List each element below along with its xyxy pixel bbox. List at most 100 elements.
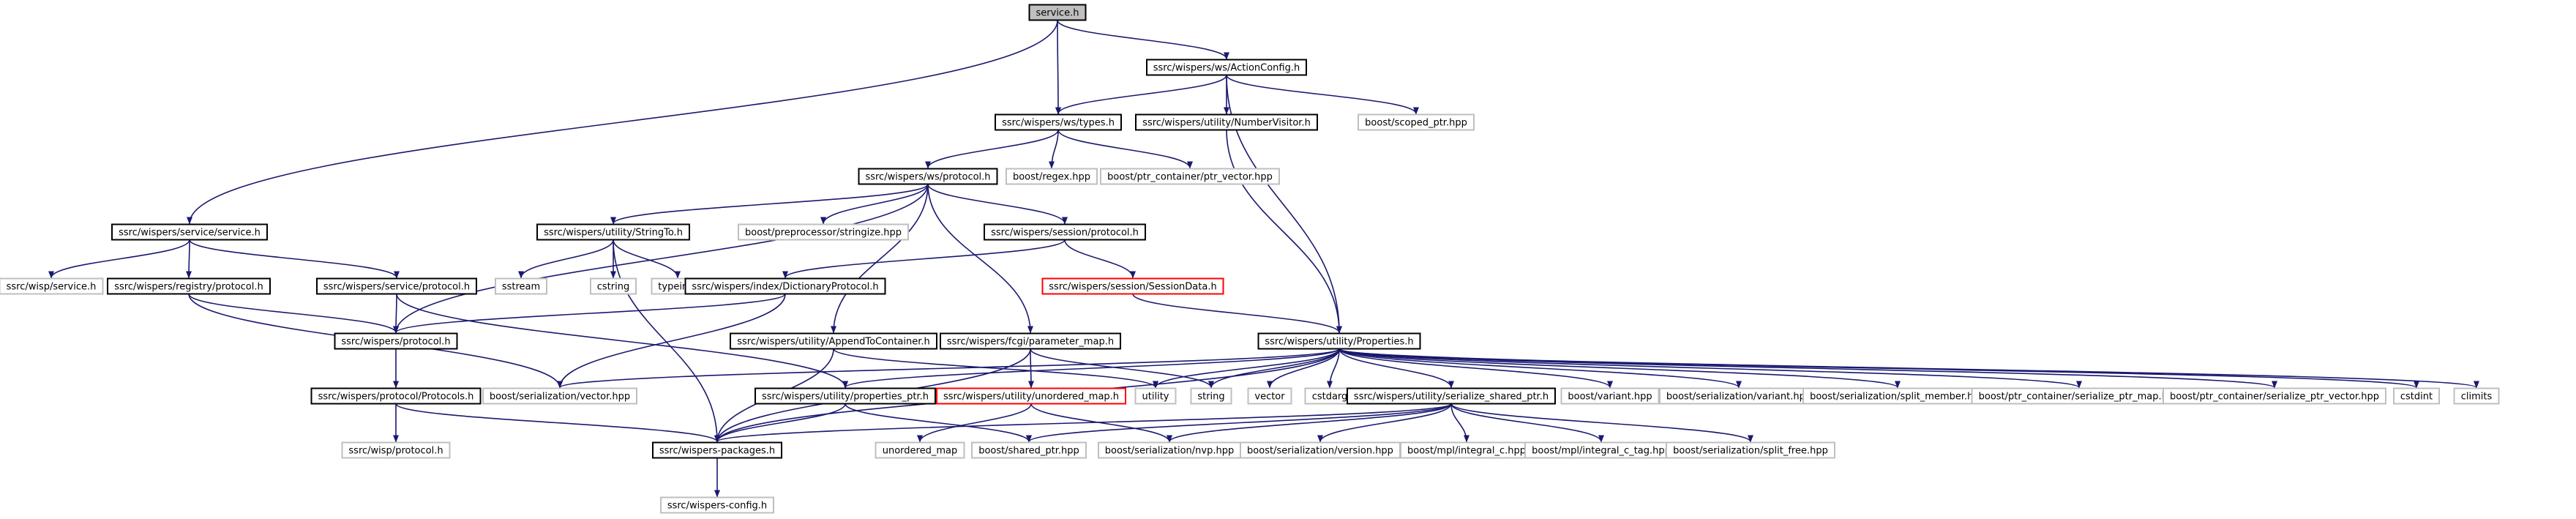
node-label: ssrc/wispers/utility/AppendToContainer.h (737, 337, 930, 348)
edge-service-protocol-to-wispers-protocol (393, 294, 400, 334)
node-service-service[interactable]: ssrc/wispers/service/service.h (111, 223, 268, 241)
edge-service-h-to-service-service (187, 20, 1058, 225)
node-protocol-protocols[interactable]: ssrc/wispers/protocol/Protocols.h (310, 387, 482, 405)
node-utility[interactable]: utility (1134, 387, 1177, 405)
node-util-appendto[interactable]: ssrc/wispers/utility/AppendToContainer.h (730, 332, 937, 350)
node-boost-ptr-ser-vector[interactable]: boost/ptr_container/serialize_ptr_vector… (2163, 387, 2386, 405)
node-boost-ser-split-free[interactable]: boost/serialization/split_free.hpp (1666, 441, 1835, 459)
node-util-stringto[interactable]: ssrc/wispers/utility/StringTo.h (536, 223, 690, 241)
node-box (738, 223, 909, 241)
node-util-unordered-map[interactable]: ssrc/wispers/utility/unordered_map.h (936, 387, 1126, 405)
node-fcgi-parammap[interactable]: ssrc/wispers/fcgi/parameter_map.h (940, 332, 1121, 350)
edge-util-stringto-to-typeinfo (613, 239, 681, 279)
node-boost-ptr-ser-map[interactable]: boost/ptr_container/serialize_ptr_map.hp… (1971, 387, 2187, 405)
node-box (590, 277, 637, 295)
node-session-protocol[interactable]: ssrc/wispers/session/protocol.h (984, 223, 1146, 241)
node-box (971, 441, 1087, 459)
node-boost-ser-variant[interactable]: boost/serialization/variant.hpp (1659, 387, 1819, 405)
node-wispers-protocol[interactable]: ssrc/wispers/protocol.h (334, 332, 458, 350)
node-boost-ser-version[interactable]: boost/serialization/version.hpp (1240, 441, 1401, 459)
node-ws-types[interactable]: ssrc/wispers/ws/types.h (995, 113, 1122, 131)
edge-util-properties-to-boost-ser-variant (1338, 348, 1742, 389)
node-box (1190, 387, 1232, 405)
edge-util-stringto-to-sstream (518, 239, 614, 279)
node-util-serialize-shared-ptr[interactable]: ssrc/wispers/utility/serialize_shared_pt… (1347, 387, 1556, 405)
node-boost-ser-vector[interactable]: boost/serialization/vector.hpp (482, 387, 637, 405)
node-label: boost/preprocessor/stringize.hpp (745, 228, 902, 239)
node-boost-scoped-ptr[interactable]: boost/scoped_ptr.hpp (1358, 113, 1475, 131)
node-label: ssrc/wispers/utility/Properties.h (1265, 337, 1413, 348)
node-label: boost/serialization/nvp.hpp (1105, 446, 1234, 457)
node-ws-protocol[interactable]: ssrc/wispers/ws/protocol.h (858, 168, 998, 185)
node-box (984, 223, 1146, 241)
node-label: boost/scoped_ptr.hpp (1365, 118, 1467, 129)
node-wispers-config[interactable]: ssrc/wispers-config.h (660, 496, 774, 514)
node-ws-actionconfig[interactable]: ssrc/wispers/ws/ActionConfig.h (1146, 59, 1307, 76)
node-cstdarg[interactable]: cstdarg (1304, 387, 1355, 405)
edge-ws-protocol-to-wispers-protocol (393, 184, 929, 334)
edge-util-serialize-shared-ptr-to-wispers-packages (714, 403, 1452, 443)
node-climits[interactable]: climits (2453, 387, 2500, 405)
node-label: ssrc/wispers/protocol/Protocols.h (318, 392, 474, 403)
node-box (107, 277, 271, 295)
edge-util-serialize-shared-ptr-to-boost-mpl-integral-c-tag (1450, 403, 1604, 443)
node-label: boost/ptr_container/ptr_vector.hpp (1107, 172, 1273, 183)
node-util-numbervisitor[interactable]: ssrc/wispers/utility/NumberVisitor.h (1135, 113, 1318, 131)
node-label: ssrc/wispers/service/protocol.h (323, 282, 470, 293)
node-cstring[interactable]: cstring (590, 277, 637, 295)
node-util-properties[interactable]: ssrc/wispers/utility/Properties.h (1257, 332, 1421, 350)
node-box (334, 332, 458, 350)
edge-service-service-to-registry-protocol (186, 239, 192, 279)
node-label: ssrc/wispers/session/protocol.h (991, 228, 1139, 239)
node-label: ssrc/wispers/utility/unordered_map.h (943, 392, 1119, 403)
edge-ws-types-to-ws-protocol (925, 130, 1059, 169)
node-service-protocol[interactable]: ssrc/wispers/service/protocol.h (316, 277, 477, 295)
node-index-dictproto[interactable]: ssrc/wispers/index/DictionaryProtocol.h (684, 277, 886, 295)
node-util-properties-ptr[interactable]: ssrc/wispers/utility/properties_ptr.h (755, 387, 936, 405)
node-wisp-protocol[interactable]: ssrc/wisp/protocol.h (341, 441, 451, 459)
edge-session-protocol-to-index-dictproto (782, 239, 1066, 279)
node-label: boost/serialization/variant.hpp (1666, 392, 1811, 403)
node-boost-shared-ptr[interactable]: boost/shared_ptr.hpp (971, 441, 1087, 459)
node-boost-stringize[interactable]: boost/preprocessor/stringize.hpp (738, 223, 909, 241)
node-box (1135, 113, 1318, 131)
edge-util-properties-to-utility (1153, 348, 1340, 389)
edge-registry-protocol-to-wispers-protocol (188, 294, 399, 334)
node-service-h[interactable]: service.h (1028, 4, 1087, 21)
node-wispers-packages[interactable]: ssrc/wispers-packages.h (652, 441, 782, 459)
node-registry-protocol[interactable]: ssrc/wispers/registry/protocol.h (107, 277, 271, 295)
node-label: unordered_map (883, 446, 958, 457)
edge-fcgi-parammap-to-string (1030, 348, 1214, 389)
edge-util-properties-to-boost-ptr-ser-map (1338, 348, 2082, 389)
node-boost-ser-split-member[interactable]: boost/serialization/split_member.hpp (1802, 387, 1993, 405)
node-boost-mpl-integral-c-tag[interactable]: boost/mpl/integral_c_tag.hpp (1524, 441, 1678, 459)
node-boost-ptr-vector[interactable]: boost/ptr_container/ptr_vector.hpp (1100, 168, 1280, 185)
node-box (1006, 168, 1098, 185)
edge-util-serialize-shared-ptr-to-boost-shared-ptr (1026, 403, 1452, 443)
node-boost-mpl-integral-c[interactable]: boost/mpl/integral_c.hpp (1400, 441, 1533, 459)
node-wisp-service[interactable]: ssrc/wisp/service.h (0, 277, 104, 295)
node-box (652, 441, 782, 459)
node-label: ssrc/wispers/utility/serialize_shared_pt… (1354, 392, 1549, 403)
edge-util-properties-to-boost-variant (1338, 348, 1613, 389)
node-vector[interactable]: vector (1247, 387, 1292, 405)
node-string[interactable]: string (1190, 387, 1232, 405)
node-boost-variant[interactable]: boost/variant.hpp (1560, 387, 1660, 405)
node-boost-regex[interactable]: boost/regex.hpp (1006, 168, 1098, 185)
node-label: ssrc/wispers-packages.h (659, 446, 775, 457)
node-label: ssrc/wispers/utility/NumberVisitor.h (1142, 118, 1311, 129)
node-label: ssrc/wispers/session/SessionData.h (1049, 282, 1216, 293)
node-box (660, 496, 774, 514)
edge-ws-actionconfig-to-util-properties (1226, 75, 1342, 334)
node-sstream[interactable]: sstream (495, 277, 547, 295)
node-box (1560, 387, 1660, 405)
node-boost-ser-nvp[interactable]: boost/serialization/nvp.hpp (1098, 441, 1241, 459)
edge-util-stringto-to-wispers-packages (613, 239, 720, 443)
node-label: cstring (597, 282, 629, 293)
node-cstdint[interactable]: cstdint (2393, 387, 2440, 405)
node-unordered-map[interactable]: unordered_map (875, 441, 965, 459)
edge-service-h-to-ws-types (1055, 20, 1061, 115)
node-label: boost/ptr_container/serialize_ptr_vector… (2170, 392, 2379, 403)
node-session-sessiondata[interactable]: ssrc/wispers/session/SessionData.h (1041, 277, 1224, 295)
edge-util-numbervisitor-to-util-properties (1226, 130, 1342, 334)
